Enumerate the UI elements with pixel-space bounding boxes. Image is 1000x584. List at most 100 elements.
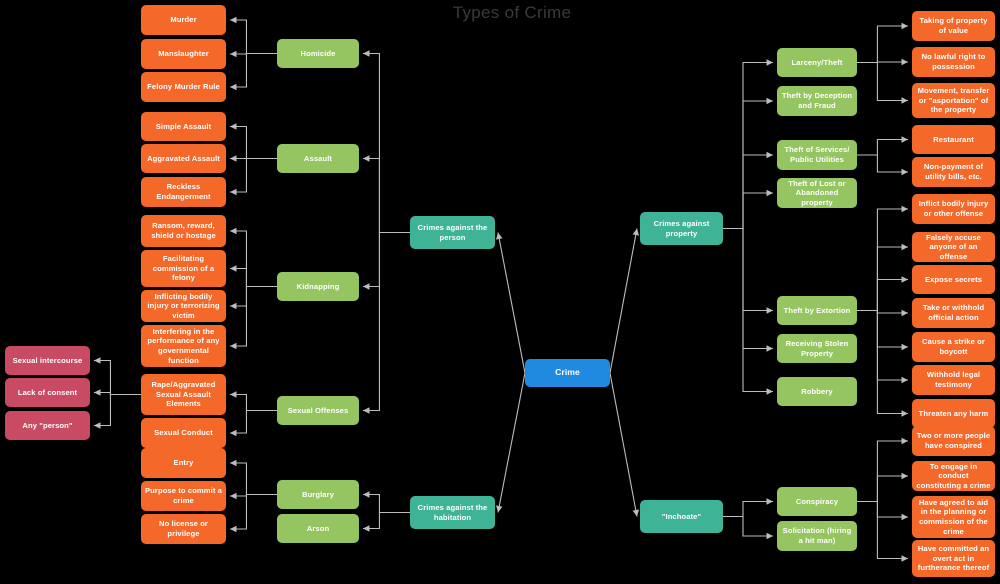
node-larceny[interactable]: Larceny/Theft [777,48,857,77]
node-extortion[interactable]: Theft by Extortion [777,296,857,325]
node-deception[interactable]: Theft by Deception and Fraud [777,86,857,116]
node-label: Larceny/Theft [791,57,843,67]
node-label: Ransom, reward, shield or hostage [151,221,216,240]
node-murder[interactable]: Murder [141,5,226,35]
node-lackconsent[interactable]: Lack of consent [5,378,90,407]
connector [496,372,526,513]
node-exposesecrets[interactable]: Expose secrets [912,265,995,294]
connector [723,151,773,230]
node-twoormore[interactable]: Two or more people have conspired [912,426,995,456]
node-agreedaid[interactable]: Have agreed to aid in the planning or co… [912,496,995,538]
node-rapeagg[interactable]: Rape/Aggravated Sexual Assault Elements [141,374,226,415]
node-label: Sexual intercourse [12,355,83,365]
node-label: Homicide [300,48,336,58]
connector [94,393,141,429]
node-sexoff[interactable]: Sexual Offenses [277,396,359,425]
node-label: Any "person" [22,420,73,430]
node-label: To engage in conduct constituting a crim… [916,461,991,490]
node-threaten[interactable]: Threaten any harm [912,399,995,428]
connector [723,189,773,230]
node-inch[interactable]: "Inchoate" [640,500,723,533]
node-cah[interactable]: Crimes against the habitation [410,496,495,529]
node-reckless[interactable]: Reckless Endangerment [141,177,226,207]
node-label: Theft by Deception and Fraud [781,91,853,110]
node-cpr[interactable]: Crimes against property [640,212,723,245]
node-label: Inflict bodily injury or other offense [918,199,989,218]
connector [230,285,277,310]
node-label: Crime [555,367,580,378]
connector [723,227,773,352]
node-interfering[interactable]: Interfering in the performance of any go… [141,325,226,367]
page-title: Types of Crime [452,3,572,22]
node-manslaughter[interactable]: Manslaughter [141,39,226,69]
node-entry[interactable]: Entry [141,448,226,478]
connector [363,231,410,290]
node-simpleassault[interactable]: Simple Assault [141,112,226,141]
node-inflictbodily[interactable]: Inflict bodily injury or other offense [912,194,995,224]
node-label: Have agreed to aid in the planning or co… [918,497,989,536]
node-nolicense[interactable]: No license or privilege [141,514,226,544]
node-label: Reckless Endangerment [156,182,211,201]
node-nolawful[interactable]: No lawful right to possession [912,47,995,77]
connector [363,155,410,234]
connector [496,232,526,374]
node-receiving[interactable]: Receiving Stolen Property [777,334,857,363]
node-conspiracy[interactable]: Conspiracy [777,487,857,516]
connector [230,493,277,533]
node-restaurant[interactable]: Restaurant [912,125,995,154]
connector [857,22,908,64]
node-label: Solicitation (hiring a hit man) [782,526,852,545]
node-strike[interactable]: Cause a strike or boycott [912,332,995,362]
node-ransom[interactable]: Ransom, reward, shield or hostage [141,215,226,247]
node-burglary[interactable]: Burglary [277,480,359,509]
node-label: Crimes against property [653,218,710,238]
node-takewithhold[interactable]: Take or withhold official action [912,298,995,328]
connector [230,265,277,288]
node-label: Entry [173,458,194,468]
node-robbery[interactable]: Robbery [777,377,857,406]
node-label: Robbery [801,386,833,396]
node-overtact[interactable]: Have committed an overt act in furtheran… [912,540,995,577]
node-aggassault[interactable]: Aggravated Assault [141,144,226,173]
connector [230,391,277,412]
node-facilitating[interactable]: Facilitating commission of a felony [141,250,226,287]
node-felonymurder[interactable]: Felony Murder Rule [141,72,226,102]
node-sexconduct[interactable]: Sexual Conduct [141,418,226,448]
node-arson[interactable]: Arson [277,514,359,543]
node-engage[interactable]: To engage in conduct constituting a crim… [912,461,995,491]
node-label: No license or privilege [159,519,208,538]
node-sexintercourse[interactable]: Sexual intercourse [5,346,90,375]
node-homicide[interactable]: Homicide [277,39,359,68]
node-label: Theft of Services/ Public Utilities [784,145,850,164]
connector [723,97,773,230]
node-lostprop[interactable]: Theft of Lost or Abandoned property [777,178,857,208]
node-cap[interactable]: Crimes against the person [410,216,495,249]
node-kidnapping[interactable]: Kidnapping [277,272,359,301]
node-label: Falsely accuse anyone of an offense [925,232,982,261]
node-inflicting[interactable]: Inflicting bodily injury or terrorizing … [141,290,226,322]
node-label: Theft of Lost or Abandoned property [788,178,846,207]
node-falselyaccuse[interactable]: Falsely accuse anyone of an offense [912,232,995,262]
node-label: Arson [306,523,330,533]
node-nonpayment[interactable]: Non-payment of utility bills, etc. [912,157,995,187]
connector [857,309,908,417]
node-label: Withhold legal testimony [926,370,981,389]
connector [230,285,277,350]
connector [857,154,908,176]
node-withholdlegal[interactable]: Withhold legal testimony [912,365,995,395]
node-services[interactable]: Theft of Services/ Public Utilities [777,140,857,170]
node-label: Crimes against the person [417,222,488,242]
node-label: Restaurant [933,134,974,144]
node-purpose[interactable]: Purpose to commit a crime [141,481,226,511]
node-movement[interactable]: Movement, transfer or "asportation" of t… [912,83,995,118]
node-crime[interactable]: Crime [525,359,610,387]
node-label: Felony Murder Rule [147,82,220,92]
node-label: Simple Assault [155,121,212,131]
node-label: Rape/Aggravated Sexual Assault Elements [151,380,216,409]
node-takingprop[interactable]: Taking of property of value [912,11,995,41]
node-label: Kidnapping [296,281,340,291]
node-solicitation[interactable]: Solicitation (hiring a hit man) [777,521,857,551]
node-anyperson[interactable]: Any "person" [5,411,90,440]
node-assault[interactable]: Assault [277,144,359,173]
